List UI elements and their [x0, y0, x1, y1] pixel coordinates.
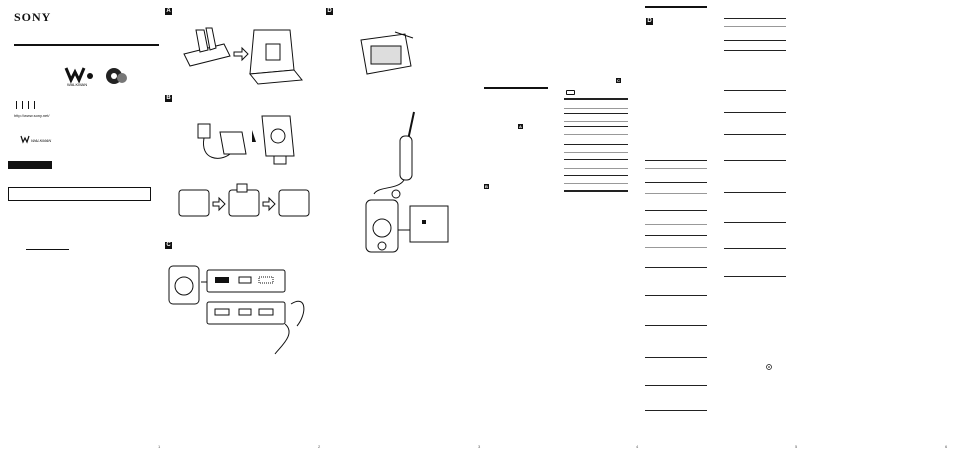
walkman-wordmark-icon: WALKMAN	[20, 135, 51, 144]
page-number-3: 3	[478, 444, 481, 449]
disc-icon	[766, 364, 772, 370]
ref-c-marker: C	[616, 78, 621, 83]
sony-logo: SONY	[14, 10, 52, 24]
battery-compartment-illustration	[360, 31, 414, 75]
language-marks	[16, 101, 36, 110]
col6-top-rule	[645, 6, 707, 8]
section-a-marker: A	[165, 8, 172, 15]
title-rule	[14, 44, 159, 46]
battery-indicator-icon	[168, 265, 305, 355]
section-c-marker: C	[165, 242, 172, 249]
table-top-rule	[564, 98, 628, 100]
page-number-4: 4	[636, 444, 639, 449]
charging-stand-icon	[197, 115, 295, 165]
page-number-1: 1	[158, 444, 161, 449]
svg-text:WALKMAN: WALKMAN	[67, 82, 87, 87]
walkman-logo-icon: WALKMAN	[64, 67, 93, 87]
small-indicator	[566, 90, 575, 95]
ref-d-marker: D	[646, 18, 653, 25]
section-b-marker: B	[165, 95, 172, 102]
col4-heading-rule	[484, 87, 548, 89]
page-number-2: 2	[318, 444, 321, 449]
sony-website-link[interactable]: http://www.sony.net/	[14, 113, 50, 118]
black-label-bar	[8, 161, 52, 169]
ref-b-marker: B	[484, 184, 489, 189]
atrac-logo-icon	[106, 68, 127, 84]
player-insert-illustration	[183, 27, 303, 85]
underline-rule	[26, 249, 69, 250]
headphone-remote-icon	[365, 111, 449, 253]
section-d-marker: D	[326, 8, 333, 15]
charger-sequence-illustration	[178, 183, 310, 217]
svg-text:WALKMAN: WALKMAN	[31, 138, 51, 143]
page-number-6: 6	[945, 444, 948, 449]
page-number-5: 5	[795, 444, 798, 449]
ref-a-marker: A	[518, 124, 523, 129]
notice-box	[8, 187, 151, 201]
